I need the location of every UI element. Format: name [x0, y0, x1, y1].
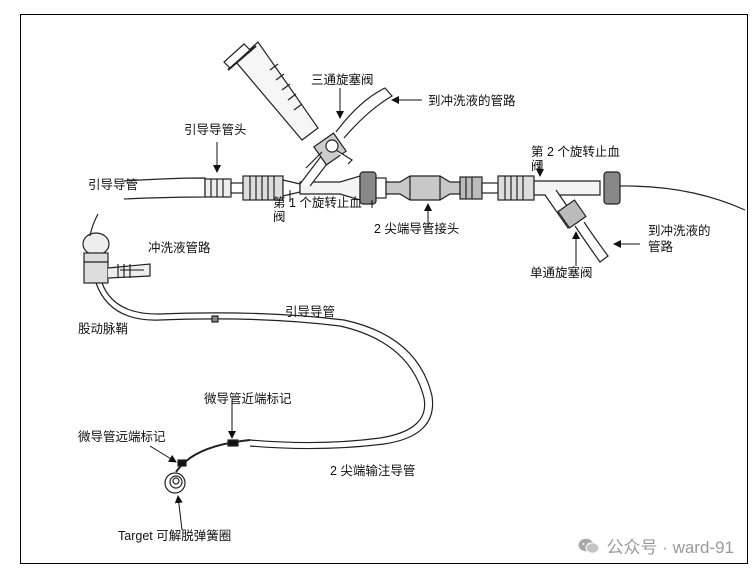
watermark-text: 公众号 · ward-91 [606, 538, 734, 557]
diagram-frame [20, 14, 748, 564]
label-one-way-stopcock: 单通旋塞阀 [530, 266, 593, 280]
guide-catheter-long [95, 282, 434, 450]
label-femoral-sheath: 股动脉鞘 [78, 322, 129, 336]
rhv-2 [459, 171, 746, 211]
watermark: 公众号 · ward-91 [578, 533, 734, 558]
label-rhv2-line2: 阀 [531, 159, 544, 173]
label-two-tip-connector: 2 尖端导管接头 [374, 222, 460, 236]
leader-lines [120, 88, 640, 531]
label-flush-line: 冲洗液管路 [148, 241, 211, 255]
label-to-flush-right-line2: 管路 [648, 240, 674, 254]
label-two-tip-infusion: 2 尖端输注导管 [330, 464, 416, 478]
wechat-icon [578, 538, 600, 554]
two-tip-connector [385, 175, 461, 201]
label-target-coil: Target 可解脱弹簧圈 [118, 529, 232, 543]
label-rhv1-line2: 阀 [273, 210, 286, 224]
label-three-way-stopcock: 三通旋塞阀 [311, 73, 374, 87]
label-micro-proximal-marker: 微导管近端标记 [204, 392, 292, 406]
flush-tube-top [335, 87, 393, 139]
label-guide-catheter-hub: 引导导管头 [184, 123, 247, 137]
label-guide-catheter-left: 引导导管 [88, 178, 139, 192]
detachable-coil [164, 472, 186, 494]
microcatheter [175, 439, 251, 473]
one-way-stopcock [544, 189, 609, 263]
guide-catheter-hub [204, 178, 244, 198]
label-rhv1-line1: 第 1 个旋转止血 [273, 196, 362, 210]
femoral-sheath [82, 213, 151, 284]
label-guide-catheter-mid: 引导导管 [285, 305, 336, 319]
label-to-flush-right-line1: 到冲洗液的 [648, 224, 711, 238]
three-way-stopcock [305, 132, 353, 169]
syringe [223, 41, 319, 141]
rhv-1 [242, 171, 387, 205]
label-micro-distal-marker: 微导管远端标记 [78, 430, 166, 444]
label-rhv2-line1: 第 2 个旋转止血 [531, 145, 620, 159]
label-to-flush-tube-top: 到冲洗液的管路 [428, 94, 516, 108]
